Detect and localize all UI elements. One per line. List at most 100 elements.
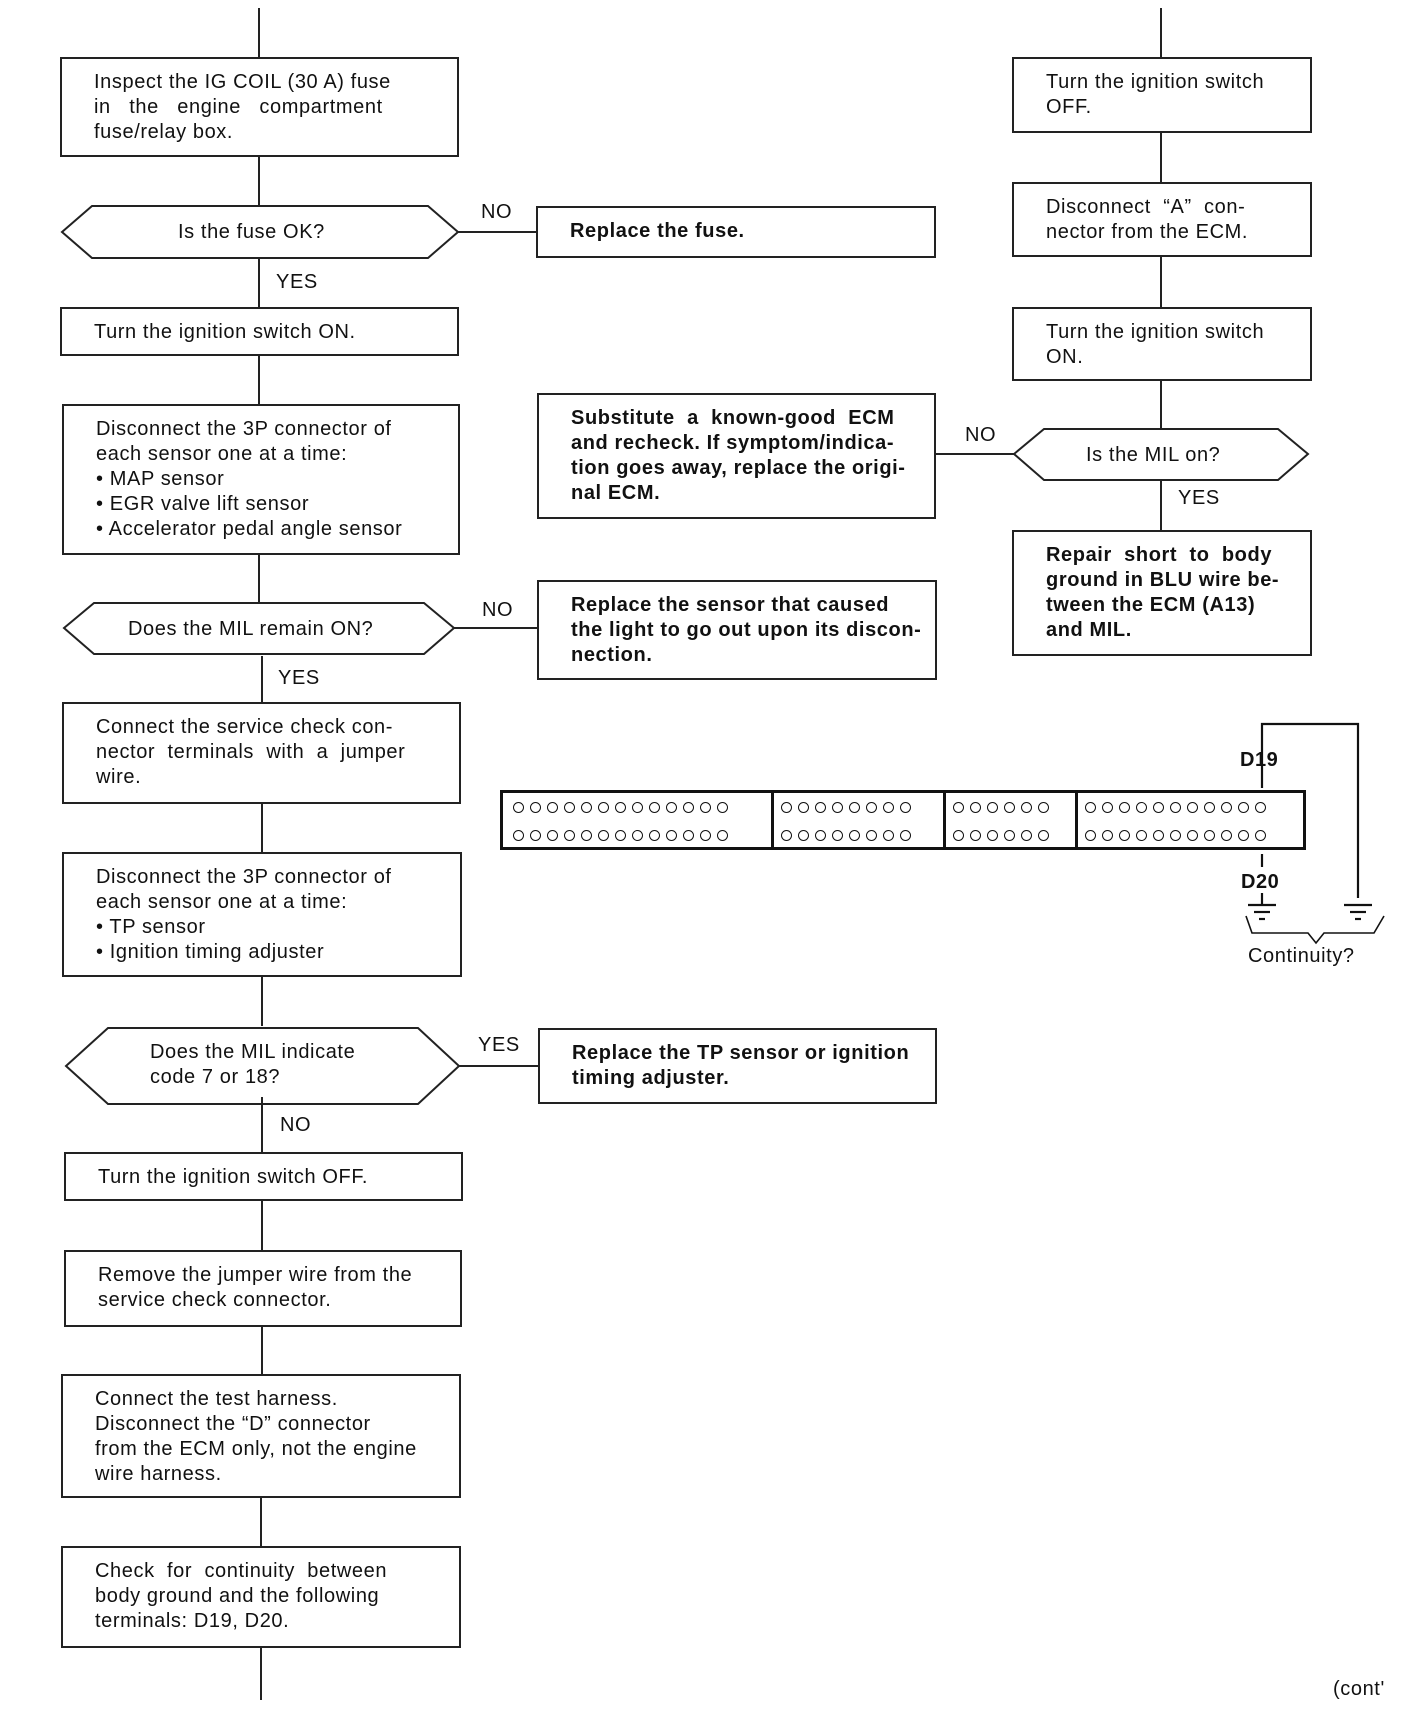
- step-connect-test-harness: Connect the test harness. Disconnect the…: [61, 1374, 461, 1498]
- connector-segment: [771, 793, 946, 847]
- step-remove-jumper: Remove the jumper wire from the service …: [64, 1250, 462, 1327]
- connector-segment: [503, 793, 774, 847]
- pin-hole: [700, 802, 711, 813]
- decision-shape-mil-code: [64, 1027, 461, 1105]
- pin-hole: [1170, 830, 1181, 841]
- pin-hole: [666, 830, 677, 841]
- pin-hole: [1153, 830, 1164, 841]
- hole-row-top: [781, 802, 911, 813]
- pin-hole: [1187, 802, 1198, 813]
- pin-hole: [1119, 830, 1130, 841]
- text-line: ground in BLU wire be-: [1046, 569, 1280, 591]
- text-line: nector terminals with a jumper: [96, 741, 406, 763]
- pin-hole: [1004, 802, 1015, 813]
- pin-hole: [547, 802, 558, 813]
- text-line: each sensor one at a time:: [96, 443, 348, 465]
- pin-hole: [666, 802, 677, 813]
- text-line: the light to go out upon its discon-: [571, 619, 922, 641]
- text-line: in the engine compartment: [94, 96, 383, 118]
- step-ignition-off: Turn the ignition switch OFF.: [64, 1152, 463, 1201]
- pin-hole: [615, 802, 626, 813]
- decision-shape-mil-remain: [62, 602, 456, 655]
- decision-mil-code: Does the MIL indicate code 7 or 18?: [150, 1040, 355, 1090]
- text-line: code 7 or 18?: [150, 1066, 281, 1088]
- text-line: wire.: [96, 766, 142, 788]
- continuity-label: Continuity?: [1248, 945, 1355, 967]
- text-line: tion goes away, replace the origi-: [571, 457, 906, 479]
- decision-mil-remain-on: Does the MIL remain ON?: [128, 618, 374, 640]
- ecm-d-connector: [500, 790, 1306, 850]
- pin-hole: [1085, 830, 1096, 841]
- pin-hole: [815, 830, 826, 841]
- text-line: Disconnect the 3P connector of: [96, 418, 392, 440]
- text-line: OFF.: [1046, 96, 1092, 118]
- branch-yes-label: YES: [276, 271, 318, 293]
- connector-segment: [1075, 793, 1303, 847]
- pin-hole: [1102, 802, 1113, 813]
- pin-hole: [1021, 830, 1032, 841]
- action-replace-tp-sensor: Replace the TP sensor or ignition timing…: [538, 1028, 937, 1104]
- hole-row-top: [1085, 802, 1266, 813]
- pin-hole: [632, 802, 643, 813]
- pin-hole: [883, 802, 894, 813]
- pin-label-d19: D19: [1240, 749, 1279, 771]
- hole-row-bottom: [1085, 830, 1266, 841]
- text-line: fuse/relay box.: [94, 121, 234, 143]
- pin-hole: [798, 802, 809, 813]
- pin-hole: [883, 830, 894, 841]
- step-connect-service-check: Connect the service check con- nector te…: [62, 702, 461, 804]
- branch-yes-label: YES: [478, 1034, 520, 1056]
- pin-hole: [832, 802, 843, 813]
- pin-hole: [900, 802, 911, 813]
- text-line: Disconnect the 3P connector of: [96, 866, 392, 888]
- hole-row-bottom: [781, 830, 911, 841]
- pin-hole: [781, 830, 792, 841]
- decision-shape-mil-on: [1012, 428, 1310, 481]
- pin-hole: [632, 830, 643, 841]
- text-line: Turn the ignition switch ON.: [94, 321, 356, 343]
- text-line: terminals: D19, D20.: [95, 1610, 290, 1632]
- text-line: Turn the ignition switch: [1046, 71, 1265, 93]
- text-line: ON.: [1046, 346, 1084, 368]
- text-line: Check for continuity between: [95, 1560, 388, 1582]
- pin-hole: [513, 830, 524, 841]
- text-line: Does the MIL indicate: [150, 1041, 356, 1063]
- pin-hole: [1021, 802, 1032, 813]
- continued-marker: (cont': [1333, 1678, 1385, 1700]
- pin-hole: [900, 830, 911, 841]
- action-replace-fuse: Replace the fuse.: [536, 206, 936, 258]
- pin-hole: [530, 830, 541, 841]
- step-disconnect-tp-ignition: Disconnect the 3P connector of each sens…: [62, 852, 462, 977]
- pin-hole: [598, 802, 609, 813]
- text-line: Turn the ignition switch: [1046, 321, 1265, 343]
- text-line: Repair short to body: [1046, 544, 1273, 566]
- pin-hole: [717, 802, 728, 813]
- text-line: • EGR valve lift sensor: [96, 493, 310, 515]
- pin-hole: [1038, 802, 1049, 813]
- pin-label-d20: D20: [1241, 871, 1280, 893]
- pin-hole: [1255, 802, 1266, 813]
- step-disconnect-a-connector: Disconnect “A” con- nector from the ECM.: [1012, 182, 1312, 257]
- branch-no-label: NO: [280, 1114, 312, 1136]
- pin-hole: [1038, 830, 1049, 841]
- branch-no-label: NO: [481, 201, 513, 223]
- text-line: body ground and the following: [95, 1585, 380, 1607]
- pin-hole: [866, 830, 877, 841]
- pin-hole: [1238, 830, 1249, 841]
- text-line: wire harness.: [95, 1463, 222, 1485]
- pin-hole: [717, 830, 728, 841]
- text-line: Connect the test harness.: [95, 1388, 338, 1410]
- text-line: Replace the TP sensor or ignition: [572, 1042, 910, 1064]
- pin-hole: [1119, 802, 1130, 813]
- pin-hole: [1102, 830, 1113, 841]
- pin-hole: [970, 830, 981, 841]
- pin-hole: [564, 830, 575, 841]
- text-line: from the ECM only, not the engine: [95, 1438, 417, 1460]
- hole-row-top: [953, 802, 1049, 813]
- text-line: Disconnect “A” con-: [1046, 196, 1246, 218]
- continuity-wiring: [1245, 722, 1385, 945]
- pin-hole: [1221, 802, 1232, 813]
- pin-hole: [1204, 802, 1215, 813]
- hole-row-bottom: [513, 830, 728, 841]
- pin-hole: [1187, 830, 1198, 841]
